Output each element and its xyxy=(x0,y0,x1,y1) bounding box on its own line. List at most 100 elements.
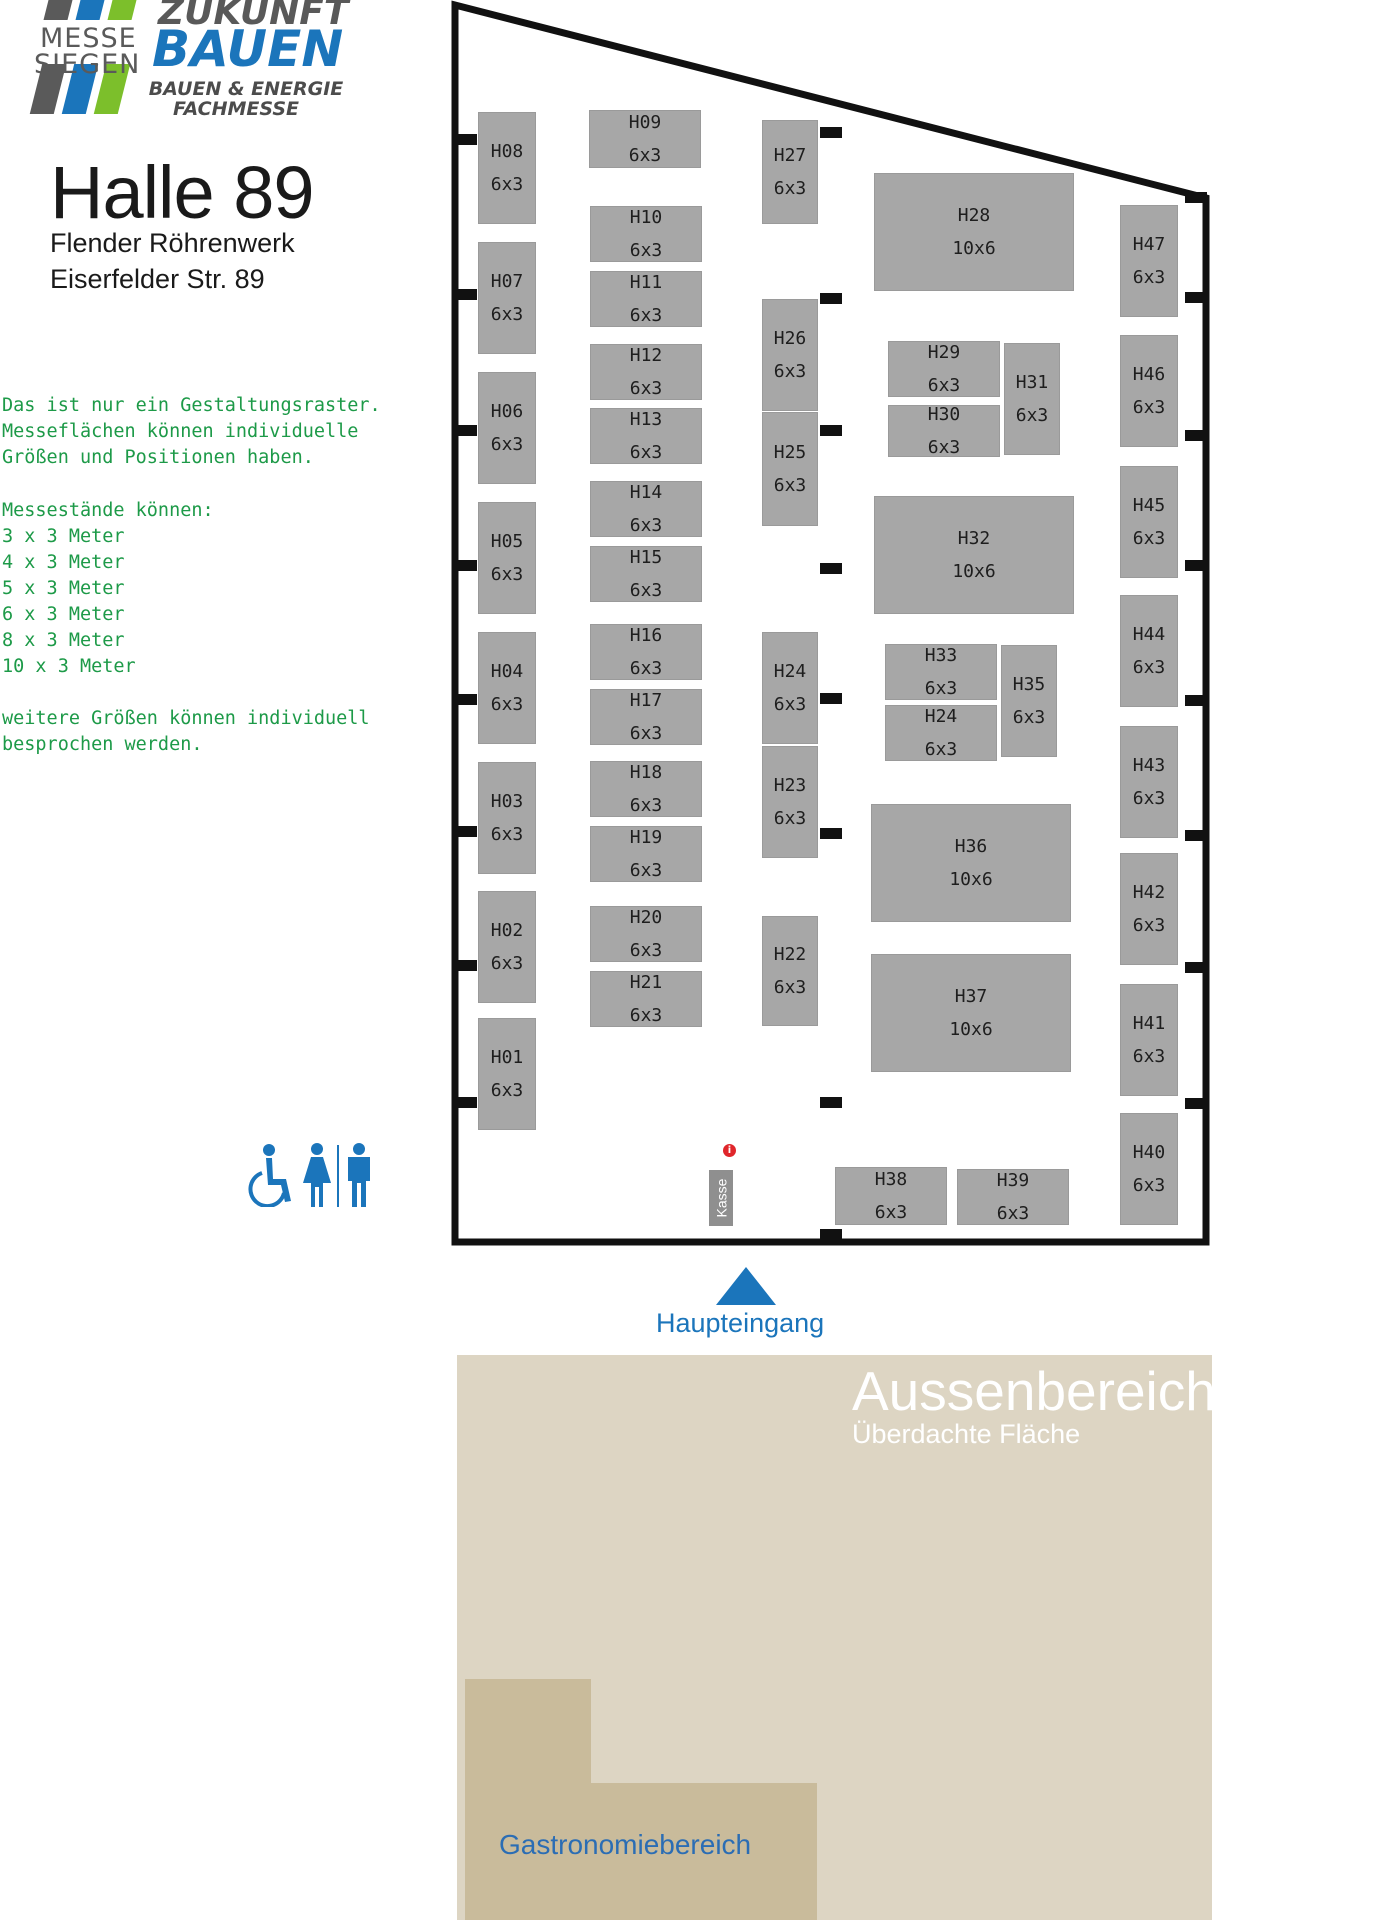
pillar xyxy=(455,694,477,705)
booth-size: 6x3 xyxy=(629,240,663,261)
pillar xyxy=(1185,430,1207,441)
booth-size: 6x3 xyxy=(629,1005,663,1026)
logo-siegen: SIEGEN xyxy=(34,49,141,80)
booth-id: H21 xyxy=(629,972,663,993)
booth-size: 10x6 xyxy=(949,869,993,890)
logo-line2: FACHMESSE xyxy=(172,98,300,120)
booth-id: H02 xyxy=(490,920,524,941)
booth-size: 6x3 xyxy=(490,174,524,195)
booth-id: H27 xyxy=(773,145,807,166)
booth-size: 6x3 xyxy=(773,178,807,199)
booth-id: H41 xyxy=(1132,1013,1166,1034)
booth-id: H37 xyxy=(954,986,988,1007)
booth-id: H17 xyxy=(629,690,663,711)
booth-id: H07 xyxy=(490,271,524,292)
booth-size: 6x3 xyxy=(629,515,663,536)
booth-id: H13 xyxy=(629,409,663,430)
booth-size: 6x3 xyxy=(1132,528,1166,549)
pillar xyxy=(820,563,842,574)
booth-id: H04 xyxy=(490,661,524,682)
booth-id: H29 xyxy=(927,342,961,363)
booth-id: H36 xyxy=(954,836,988,857)
booth-id: H47 xyxy=(1132,234,1166,255)
booth-h15: H15 6x3 xyxy=(590,546,702,602)
booth-size: 6x3 xyxy=(773,694,807,715)
booth-size: 6x3 xyxy=(773,361,807,382)
booth-size: 6x3 xyxy=(1132,1046,1166,1067)
booth-size: 6x3 xyxy=(924,678,958,699)
booth-size: 6x3 xyxy=(629,723,663,744)
booth-size: 6x3 xyxy=(629,305,663,326)
logo-bauen: BAUEN xyxy=(152,20,344,78)
venue-name: Flender Röhrenwerk xyxy=(50,228,295,258)
info-icon: i xyxy=(723,1144,736,1157)
booth-id: H15 xyxy=(629,547,663,568)
booth-id: H14 xyxy=(629,482,663,503)
booth-size: 6x3 xyxy=(490,824,524,845)
hall-wall xyxy=(451,0,1210,1246)
pillar xyxy=(820,828,842,839)
booth-id: H46 xyxy=(1132,364,1166,385)
pillar xyxy=(1185,1098,1207,1109)
booth-id: H01 xyxy=(490,1047,524,1068)
booth-id: H35 xyxy=(1012,674,1046,695)
pillar xyxy=(455,134,477,145)
gastro-label: Gastronomiebereich xyxy=(499,1829,752,1860)
booth-h31: H31 6x3 xyxy=(1004,343,1060,455)
booth-size: 6x3 xyxy=(1132,1175,1166,1196)
booth-size: 6x3 xyxy=(1132,788,1166,809)
booth-h47: H47 6x3 xyxy=(1120,205,1178,317)
pillar xyxy=(455,560,477,571)
booth-size: 6x3 xyxy=(773,475,807,496)
booth-size: 6x3 xyxy=(927,437,961,458)
booth-size: 6x3 xyxy=(490,1080,524,1101)
booth-size: 10x6 xyxy=(952,238,996,259)
booth-size: 6x3 xyxy=(629,442,663,463)
booth-id: H28 xyxy=(957,205,991,226)
booth-id: H09 xyxy=(628,112,662,133)
booth-id: H44 xyxy=(1132,624,1166,645)
booth-size: 6x3 xyxy=(490,694,524,715)
booth-size: 6x3 xyxy=(1015,405,1049,426)
booth-size: 6x3 xyxy=(629,580,663,601)
booth-h01: H01 6x3 xyxy=(478,1018,536,1130)
pillar xyxy=(820,1097,842,1108)
pillar xyxy=(455,1097,477,1108)
pillar xyxy=(455,960,477,971)
pillar xyxy=(1185,560,1207,571)
note-more: weitere Größen können individuell bespro… xyxy=(2,708,370,755)
pillar xyxy=(1185,830,1207,841)
booth-id: H31 xyxy=(1015,372,1049,393)
pillar xyxy=(455,826,477,837)
booth-size: 6x3 xyxy=(490,434,524,455)
wheelchair-icon xyxy=(248,1144,291,1207)
note-sizes: Messestände können: 3 x 3 Meter 4 x 3 Me… xyxy=(2,500,214,677)
kasse-box: Kasse xyxy=(709,1170,733,1226)
pillar xyxy=(820,693,842,704)
booth-id: H16 xyxy=(629,625,663,646)
booth-h13: H13 6x3 xyxy=(590,408,702,464)
outdoor-area: Aussenbereich Überdachte Fläche Gastrono… xyxy=(457,1355,1216,1920)
gastro-area-upper xyxy=(465,1679,591,1783)
booth-id: H22 xyxy=(773,944,807,965)
pillar xyxy=(820,1229,842,1240)
booth-size: 6x3 xyxy=(1132,267,1166,288)
booth-id: H43 xyxy=(1132,755,1166,776)
